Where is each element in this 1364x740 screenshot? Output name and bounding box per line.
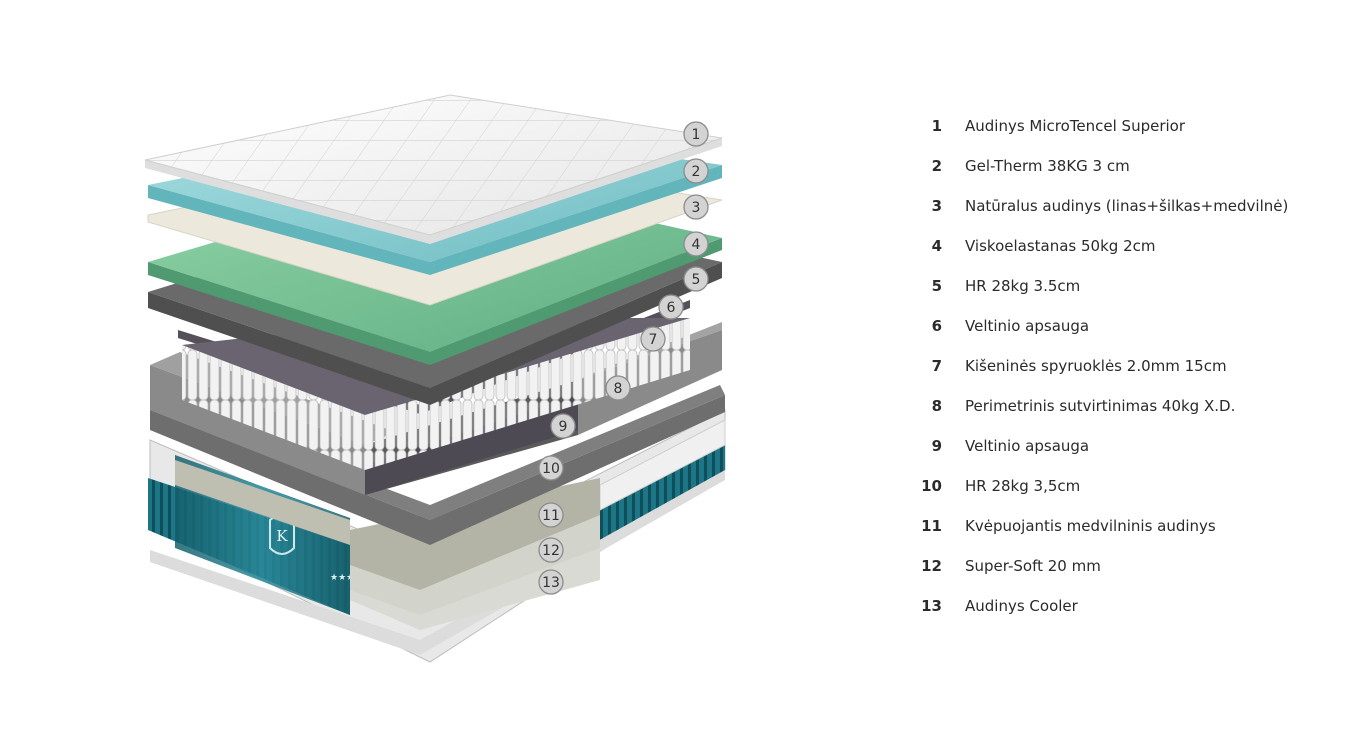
legend-number: 8 [931, 397, 942, 415]
legend-label: Gel-Therm 38KG 3 cm [965, 157, 1130, 175]
legend-label: Natūralus audinys (linas+šilkas+medvilnė… [965, 197, 1289, 215]
legend-number: 5 [931, 277, 942, 295]
svg-text:10: 10 [542, 461, 560, 477]
layer-11-cotton [350, 478, 600, 590]
legend-item: 5 HR 28kg 3.5cm [900, 266, 1340, 306]
svg-text:13: 13 [542, 575, 560, 591]
legend-item: 9 Veltinio apsauga [900, 426, 1340, 466]
legend-number: 11 [921, 517, 942, 535]
marker-8: 8 [605, 375, 631, 401]
legend-label: Perimetrinis sutvirtinimas 40kg X.D. [965, 397, 1236, 415]
legend-label: Viskoelastanas 50kg 2cm [965, 237, 1156, 255]
marker-4: 4 [683, 231, 709, 257]
legend-label: Audinys Cooler [965, 597, 1078, 615]
legend-item: 2 Gel-Therm 38KG 3 cm [900, 146, 1340, 186]
legend-label: HR 28kg 3.5cm [965, 277, 1081, 295]
layer-legend: 1 Audinys MicroTencel Superior 2 Gel-The… [900, 106, 1340, 626]
legend-label: Veltinio apsauga [965, 317, 1090, 335]
legend-number: 12 [921, 557, 942, 575]
marker-2: 2 [683, 158, 709, 184]
marker-5: 5 [683, 266, 709, 292]
marker-11: 11 [538, 502, 564, 528]
marker-12: 12 [538, 537, 564, 563]
svg-text:3: 3 [692, 200, 701, 216]
marker-10: 10 [538, 455, 564, 481]
legend-item: 11 Kvėpuojantis medvilninis audinys [900, 506, 1340, 546]
marker-7: 7 [640, 326, 666, 352]
svg-text:5: 5 [692, 272, 701, 288]
legend-item: 13 Audinys Cooler [900, 586, 1340, 626]
legend-item: 8 Perimetrinis sutvirtinimas 40kg X.D. [900, 386, 1340, 426]
svg-text:1: 1 [692, 127, 701, 143]
legend-number: 7 [931, 357, 942, 375]
legend-number: 9 [931, 437, 942, 455]
svg-text:2: 2 [692, 164, 701, 180]
mattress-layers-illustration: K ★★★ [144, 94, 726, 663]
legend-number: 10 [921, 477, 942, 495]
legend-label: HR 28kg 3,5cm [965, 477, 1081, 495]
legend-label: Veltinio apsauga [965, 437, 1090, 455]
legend-label: Kvėpuojantis medvilninis audinys [965, 517, 1216, 535]
svg-text:4: 4 [692, 237, 701, 253]
legend-number: 1 [931, 117, 942, 135]
side-fabric-panel [600, 440, 725, 545]
marker-13: 13 [538, 569, 564, 595]
legend-number: 2 [931, 157, 942, 175]
marker-1: 1 [683, 121, 709, 147]
legend-item: 6 Veltinio apsauga [900, 306, 1340, 346]
svg-text:7: 7 [649, 332, 658, 348]
marker-3: 3 [683, 194, 709, 220]
svg-text:8: 8 [614, 381, 623, 397]
svg-text:6: 6 [667, 300, 676, 316]
legend-number: 13 [921, 597, 942, 615]
legend-number: 4 [931, 237, 942, 255]
legend-item: 12 Super-Soft 20 mm [900, 546, 1340, 586]
svg-text:12: 12 [542, 543, 560, 559]
legend-item: 7 Kišeninės spyruoklės 2.0mm 15cm [900, 346, 1340, 386]
legend-item: 10 HR 28kg 3,5cm [900, 466, 1340, 506]
legend-label: Kišeninės spyruoklės 2.0mm 15cm [965, 357, 1227, 375]
legend-label: Super-Soft 20 mm [965, 557, 1101, 575]
stars-decoration-icon: ★★★ [330, 573, 354, 583]
legend-label: Audinys MicroTencel Superior [965, 117, 1186, 135]
layer-13-cooler [150, 470, 725, 655]
svg-text:9: 9 [559, 419, 568, 435]
svg-text:11: 11 [542, 508, 560, 524]
legend-item: 1 Audinys MicroTencel Superior [900, 106, 1340, 146]
legend-number: 6 [931, 317, 942, 335]
legend-number: 3 [931, 197, 942, 215]
marker-9: 9 [550, 413, 576, 439]
legend-item: 3 Natūralus audinys (linas+šilkas+medvil… [900, 186, 1340, 226]
marker-6: 6 [658, 294, 684, 320]
legend-item: 4 Viskoelastanas 50kg 2cm [900, 226, 1340, 266]
layer-1-microtencel [144, 94, 723, 244]
brand-monogram: K [276, 527, 288, 545]
